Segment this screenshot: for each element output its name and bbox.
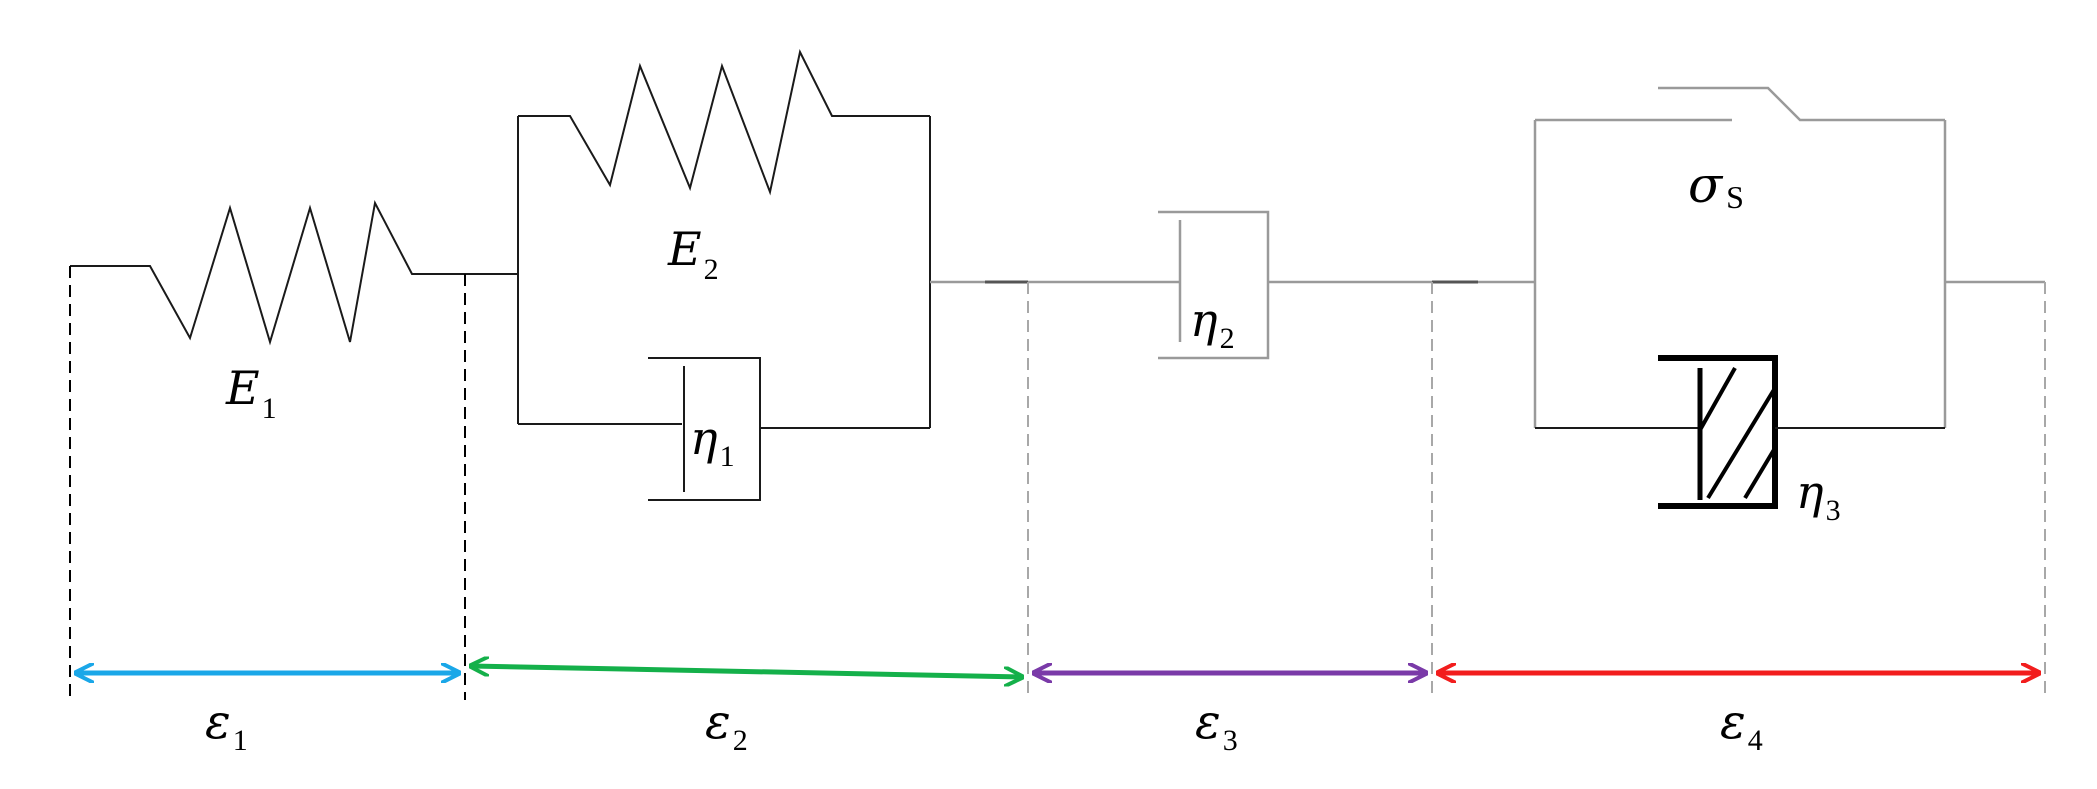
dashpot-eta2: η2 (1158, 210, 1270, 360)
strain-arrows (76, 666, 2039, 677)
dashpot-eta2-label: η2 (1190, 293, 1235, 355)
spring-e2-label: E2 (667, 222, 719, 286)
spring-e1: E1 (70, 199, 465, 425)
dashpot-eta3-hatch-1 (1698, 367, 1737, 431)
dashpot-eta3-hatch-3 (1743, 446, 1777, 500)
strain-label-eps2: ε2 (705, 694, 748, 757)
dashpot-eta1-label: η1 (690, 411, 735, 473)
slider-sigma-s (1535, 86, 1945, 122)
strain-label-eps1: ε1 (205, 694, 248, 757)
kelvin-body: E2 η1 (517, 49, 931, 501)
slider-right-plate (1658, 86, 1945, 122)
strain-arrow-eps2 (471, 666, 1022, 677)
dashpot-eta3-hatch-2 (1706, 386, 1777, 500)
dashpot-eta3 (1658, 355, 1778, 509)
strain-label-eps3: ε3 (1195, 694, 1238, 757)
spring-e1-coil (70, 199, 465, 346)
dashpot-eta3-label: η3 (1796, 465, 1841, 527)
strain-label-eps4: ε4 (1720, 694, 1763, 757)
spring-e1-label: E1 (225, 361, 277, 425)
strain-labels: ε1 ε2 ε3 ε4 (205, 694, 1763, 757)
spring-e2-coil (518, 49, 930, 196)
dashpot-eta2-cylinder (1158, 210, 1270, 360)
boundary-lines (69, 266, 2046, 700)
